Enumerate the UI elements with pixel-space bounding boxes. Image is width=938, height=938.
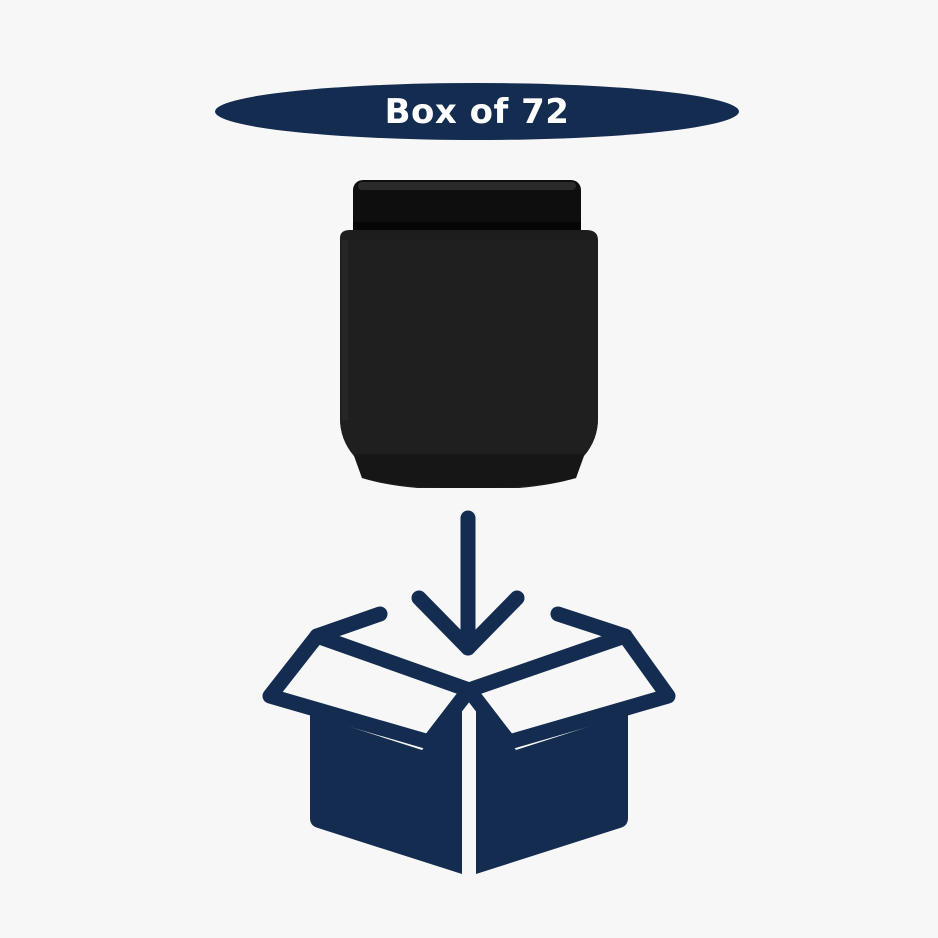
badge-label: Box of 72	[384, 91, 570, 132]
black-jar-image	[340, 180, 598, 488]
box-icon	[262, 510, 676, 874]
quantity-badge: Box of 72	[215, 83, 739, 140]
